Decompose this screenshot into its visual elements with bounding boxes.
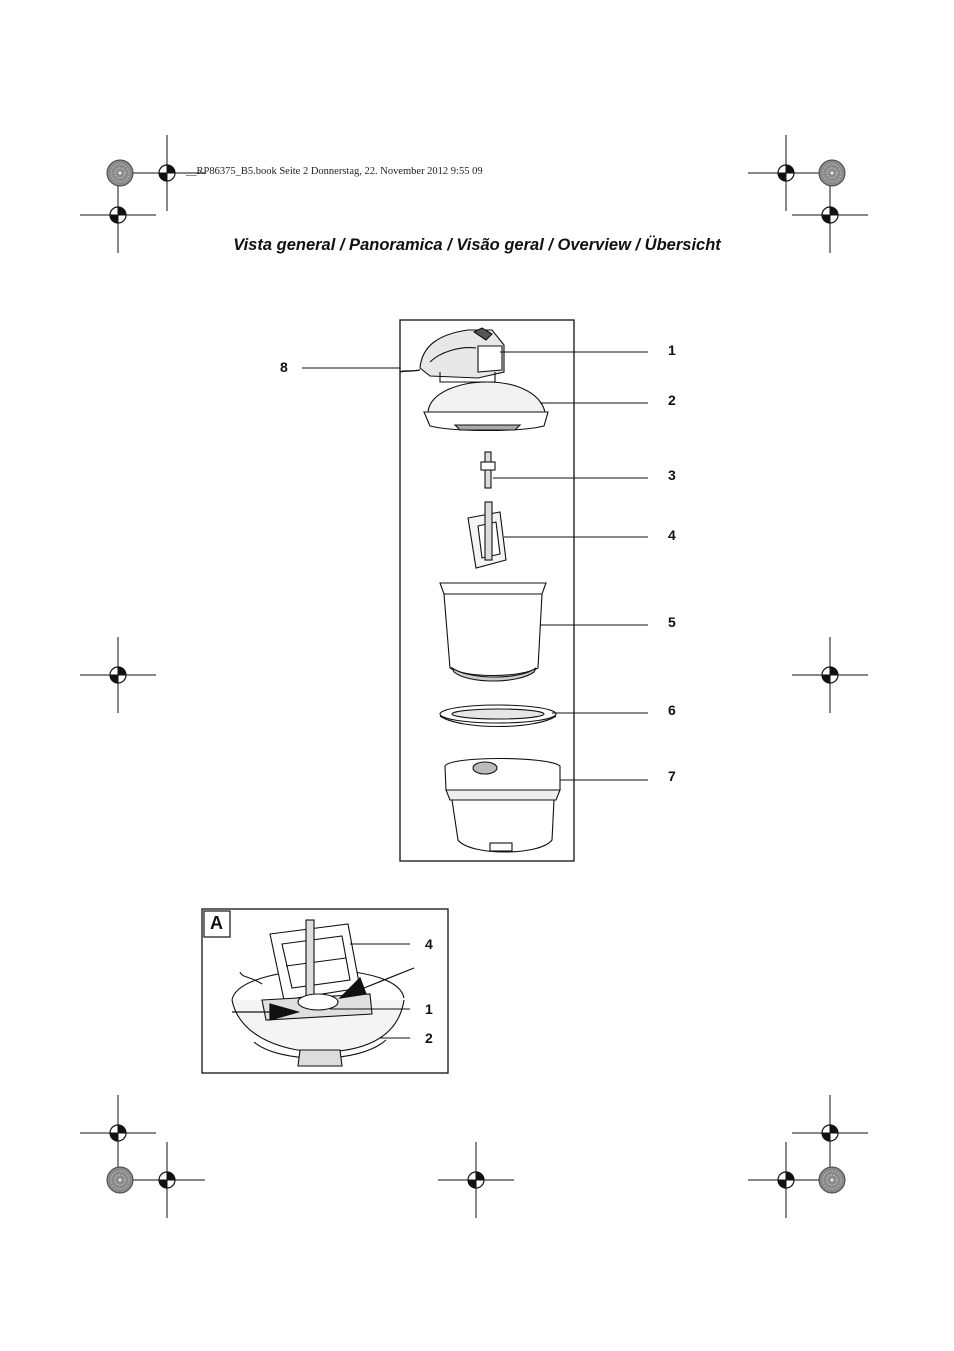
inset-leaders bbox=[330, 943, 410, 1039]
color-target-icon bbox=[106, 159, 134, 187]
registration-mark-icon bbox=[128, 1141, 206, 1219]
inset-figure-drawing bbox=[231, 919, 405, 1067]
main-figure-leaders bbox=[302, 351, 648, 781]
registration-mark-icon bbox=[128, 134, 206, 212]
registration-mark-icon bbox=[437, 1141, 515, 1219]
registration-mark-icon bbox=[79, 1094, 157, 1172]
callout-1: 1 bbox=[668, 342, 676, 358]
callout-3: 3 bbox=[668, 467, 676, 483]
registration-mark-icon bbox=[747, 134, 825, 212]
callout-6: 6 bbox=[668, 702, 676, 718]
callout-8: 8 bbox=[280, 359, 288, 375]
callout-7: 7 bbox=[668, 768, 676, 784]
registration-mark-icon bbox=[747, 1141, 825, 1219]
registration-mark-icon bbox=[791, 176, 869, 254]
book-meta-line: __RP86375_B5.book Seite 2 Donnerstag, 22… bbox=[186, 166, 483, 177]
inset-letter-box bbox=[203, 910, 231, 938]
registration-mark-icon bbox=[79, 176, 157, 254]
main-figure-drawing bbox=[399, 327, 561, 853]
color-target-icon bbox=[106, 1166, 134, 1194]
main-figure-frame bbox=[399, 319, 575, 862]
inset-letter: A bbox=[210, 913, 223, 933]
inset-callout-4: 4 bbox=[425, 936, 433, 952]
callout-2: 2 bbox=[668, 392, 676, 408]
inset-callout-2: 2 bbox=[425, 1030, 433, 1046]
inset-arrows bbox=[232, 967, 415, 1021]
registration-mark-icon bbox=[791, 1094, 869, 1172]
callout-4: 4 bbox=[668, 527, 676, 543]
callout-5: 5 bbox=[668, 614, 676, 630]
color-target-icon bbox=[818, 1166, 846, 1194]
page-title: Vista general / Panoramica / Visão geral… bbox=[233, 236, 721, 254]
registration-mark-icon bbox=[79, 636, 157, 714]
registration-mark-icon bbox=[791, 636, 869, 714]
inset-callout-1: 1 bbox=[425, 1001, 433, 1017]
inset-figure-frame bbox=[201, 908, 449, 1074]
color-target-icon bbox=[818, 159, 846, 187]
